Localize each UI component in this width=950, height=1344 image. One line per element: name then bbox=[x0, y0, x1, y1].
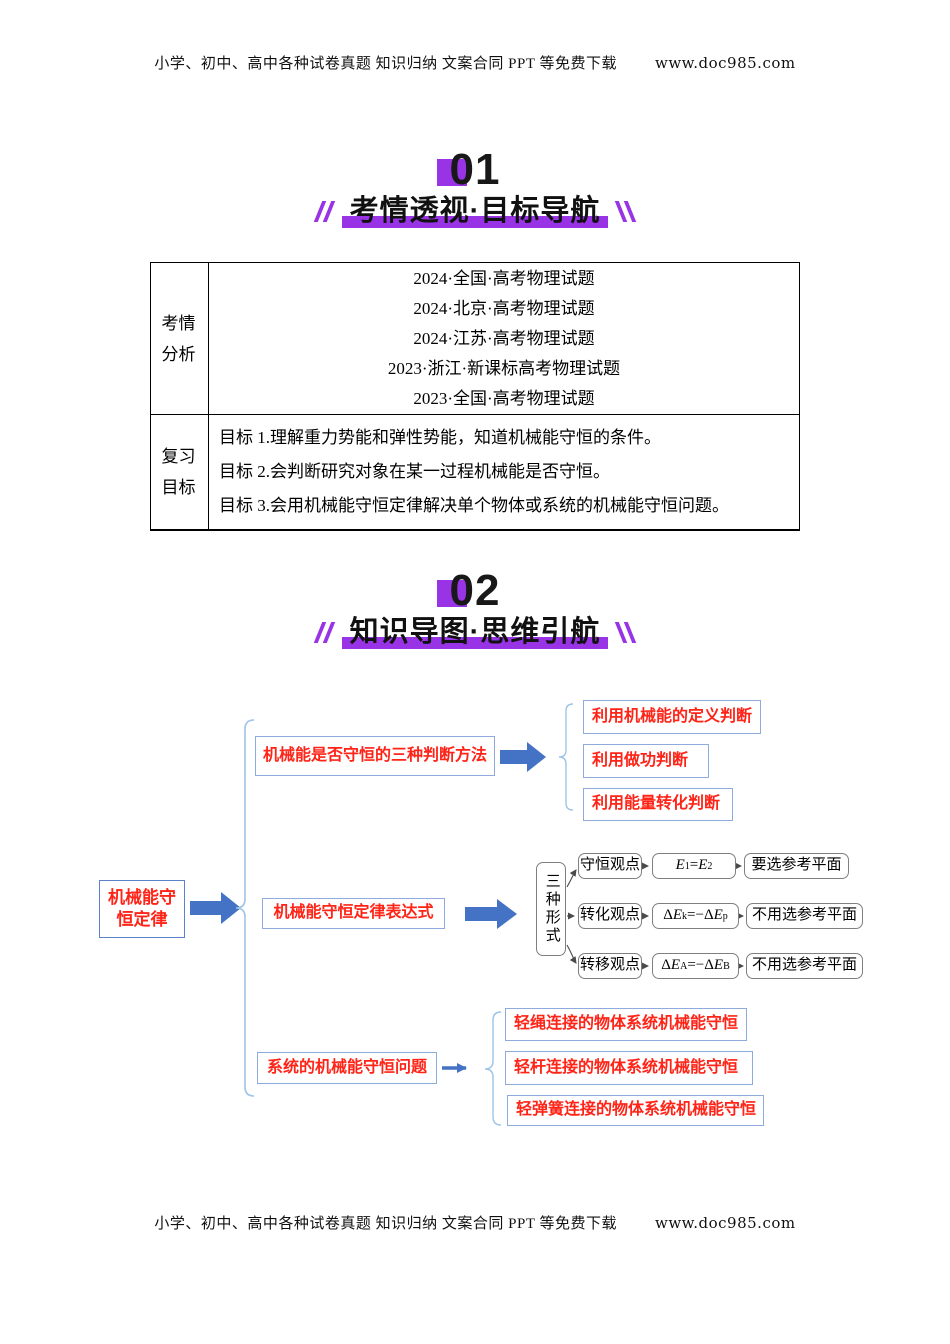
section-02-title: 知识导图·思维引航 bbox=[313, 616, 637, 649]
leaf-node-work-judgment: 利用做功判断 bbox=[583, 744, 709, 778]
exam-paper-item: 2024·江苏·高考物理试题 bbox=[413, 328, 595, 348]
row-header-review-goals: 复习目标 bbox=[150, 414, 209, 531]
section-02-title-text: 知识导图·思维引航 bbox=[349, 616, 601, 648]
exam-paper-item: 2023·浙江·新课标高考物理试题 bbox=[387, 358, 621, 378]
review-goal-list-cell: 目标 1.理解重力势能和弹性势能，知道机械能守恒的条件。 目标 2.会判断研究对… bbox=[208, 414, 800, 531]
title-slashes-left bbox=[313, 622, 335, 643]
branch-node-expressions: 机械能守恒定律表达式 bbox=[262, 898, 445, 929]
title-slashes-right bbox=[615, 201, 637, 222]
exam-paper-item: 2024·北京·高考物理试题 bbox=[413, 298, 595, 318]
exam-paper-item: 2023·全国·高考物理试题 bbox=[413, 388, 595, 408]
review-goal-item: 目标 1.理解重力势能和弹性势能，知道机械能守恒的条件。 bbox=[219, 428, 661, 447]
header-watermark-url: www.doc985.com bbox=[655, 54, 796, 72]
section-number-square bbox=[436, 159, 467, 186]
row-header-exam-analysis: 考情分析 bbox=[150, 262, 209, 415]
node-conservation-view: 守恒观点 bbox=[578, 853, 642, 879]
title-underline-bar bbox=[341, 216, 609, 228]
knowledge-mindmap: 机械能守恒定律 机械能是否守恒的三种判断方法 利用机械能的定义判断 利用做功判断… bbox=[0, 680, 950, 1150]
node-need-reference-plane: 要选参考平面 bbox=[744, 853, 849, 879]
leaf-node-spring-system: 轻弹簧连接的物体系统机械能守恒 bbox=[507, 1095, 764, 1126]
footer-watermark-url: www.doc985.com bbox=[655, 1214, 796, 1232]
section-01-number: 01 bbox=[436, 145, 501, 194]
footer-watermark-text: 小学、初中、高中各种试卷真题 知识归纳 文案合同 PPT 等免费下载 bbox=[154, 1216, 617, 1232]
section-02-number: 02 bbox=[436, 566, 501, 615]
section-01-number-text: 01 bbox=[449, 145, 501, 194]
branch3-brace bbox=[484, 1011, 502, 1126]
root-block-arrow bbox=[190, 892, 241, 924]
title-slashes-left bbox=[313, 201, 335, 222]
form-fan-line-bottom bbox=[566, 944, 577, 964]
section-number-square bbox=[436, 580, 467, 607]
node-conversion-view: 转化观点 bbox=[578, 903, 642, 929]
branch1-brace bbox=[558, 703, 574, 811]
section-02-heading: 02 知识导图·思维引航 bbox=[0, 566, 950, 649]
review-goal-item: 目标 2.会判断研究对象在某一过程机械能是否守恒。 bbox=[219, 462, 610, 481]
section-01-heading: 01 考情透视·目标导航 bbox=[0, 145, 950, 228]
section-01-title-text: 考情透视·目标导航 bbox=[349, 195, 601, 227]
section-02-number-text: 02 bbox=[449, 566, 501, 615]
table-row-review-goals: 复习目标 目标 1.理解重力势能和弹性势能，知道机械能守恒的条件。 目标 2.会… bbox=[150, 414, 800, 531]
node-no-reference-plane: 不用选参考平面 bbox=[746, 903, 863, 929]
leaf-node-energy-conversion-judgment: 利用能量转化判断 bbox=[583, 788, 733, 821]
exam-paper-list-cell: 2024·全国·高考物理试题 2024·北京·高考物理试题 2024·江苏·高考… bbox=[208, 262, 800, 415]
leaf-node-definition-judgment: 利用机械能的定义判断 bbox=[583, 700, 761, 734]
exam-analysis-table: 考情分析 2024·全国·高考物理试题 2024·北京·高考物理试题 2024·… bbox=[150, 262, 800, 531]
mindmap-root-node: 机械能守恒定律 bbox=[99, 880, 185, 938]
header-watermark-text: 小学、初中、高中各种试卷真题 知识归纳 文案合同 PPT 等免费下载 bbox=[154, 56, 617, 72]
footer-watermark: 小学、初中、高中各种试卷真题 知识归纳 文案合同 PPT 等免费下载 www.do… bbox=[0, 1212, 950, 1233]
table-row-exam-analysis: 考情分析 2024·全国·高考物理试题 2024·北京·高考物理试题 2024·… bbox=[150, 262, 800, 415]
leaf-node-rope-system: 轻绳连接的物体系统机械能守恒 bbox=[505, 1008, 747, 1041]
node-transfer-view: 转移观点 bbox=[578, 953, 642, 979]
form-fan-line-top bbox=[566, 869, 577, 888]
big-brace bbox=[235, 719, 255, 1097]
exam-paper-item: 2024·全国·高考物理试题 bbox=[413, 268, 595, 288]
header-watermark: 小学、初中、高中各种试卷真题 知识归纳 文案合同 PPT 等免费下载 www.do… bbox=[0, 0, 950, 73]
title-underline-bar bbox=[341, 637, 609, 649]
mindmap-connectors bbox=[190, 703, 744, 1126]
section-01-title: 考情透视·目标导航 bbox=[313, 195, 637, 228]
review-goal-item: 目标 3.会用机械能守恒定律解决单个物体或系统的机械能守恒问题。 bbox=[219, 496, 729, 515]
node-no-reference-plane: 不用选参考平面 bbox=[746, 953, 863, 979]
branch1-block-arrow bbox=[500, 742, 546, 772]
branch-node-judgment-methods: 机械能是否守恒的三种判断方法 bbox=[255, 736, 495, 776]
leaf-node-rod-system: 轻杆连接的物体系统机械能守恒 bbox=[505, 1051, 753, 1085]
node-three-forms: 三种形式 bbox=[536, 862, 566, 956]
branch2-block-arrow bbox=[465, 899, 517, 929]
title-slashes-right bbox=[615, 622, 637, 643]
branch-node-system-problems: 系统的机械能守恒问题 bbox=[257, 1052, 437, 1084]
